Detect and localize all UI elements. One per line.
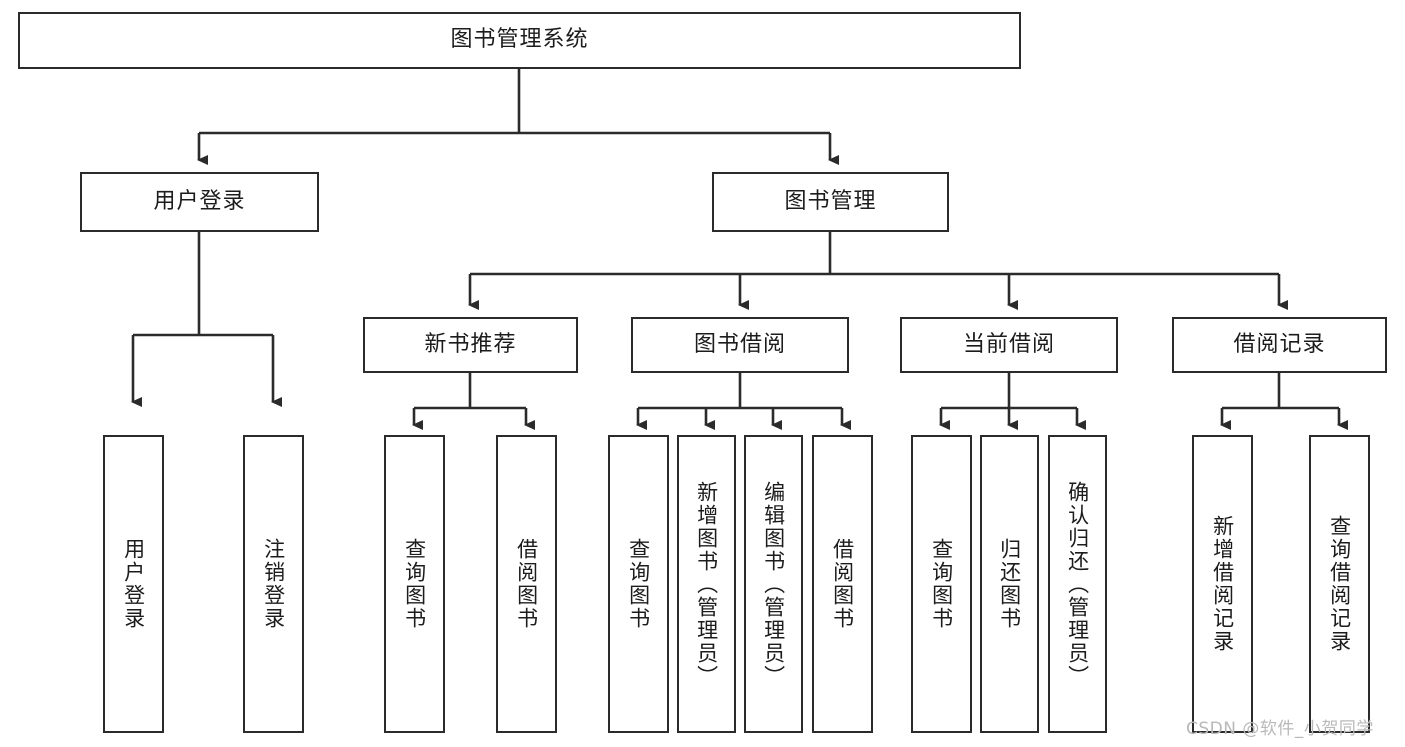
leaf-borrow-query-book[interactable]: 查询图书 [608,435,669,733]
node-label: 注销登录 [261,538,286,630]
leaf-record-query-record[interactable]: 查询借阅记录 [1309,435,1370,733]
node-new-book-recommend[interactable]: 新书推荐 [363,317,578,373]
leaf-record-add-record[interactable]: 新增借阅记录 [1192,435,1253,733]
node-user-login[interactable]: 用户登录 [80,172,319,232]
node-label: 借阅记录 [1233,331,1326,357]
node-label: 查询借阅记录 [1327,515,1352,653]
node-label: 图书借阅 [693,331,786,357]
leaf-recommend-query-book[interactable]: 查询图书 [384,435,445,733]
leaf-borrow-borrow-book[interactable]: 借阅图书 [812,435,873,733]
node-label: 用户登录 [121,538,146,630]
node-label: 编辑图书（管理员） [761,480,786,688]
node-label: 新增借阅记录 [1210,515,1235,653]
leaf-current-return-book[interactable]: 归还图书 [980,435,1039,733]
node-label: 图书管理 [784,188,877,214]
leaf-recommend-borrow-book[interactable]: 借阅图书 [496,435,557,733]
node-label: 图书管理系统 [450,27,589,53]
leaf-user-login-logout[interactable]: 注销登录 [243,435,304,733]
csdn-watermark: CSDN @软件_小贺同学 [1186,719,1374,739]
leaf-borrow-add-book-admin[interactable]: 新增图书（管理员） [677,435,736,733]
node-root-system[interactable]: 图书管理系统 [18,12,1021,69]
node-book-borrow[interactable]: 图书借阅 [631,317,849,373]
node-book-management[interactable]: 图书管理 [712,172,949,232]
leaf-user-login-login[interactable]: 用户登录 [103,435,164,733]
leaf-current-confirm-return-admin[interactable]: 确认归还（管理员） [1048,435,1107,733]
node-label: 用户登录 [153,188,246,214]
leaf-current-query-book[interactable]: 查询图书 [911,435,972,733]
leaf-borrow-edit-book-admin[interactable]: 编辑图书（管理员） [744,435,803,733]
node-label: 新书推荐 [424,331,517,357]
node-label: 确认归还（管理员） [1065,480,1090,688]
node-label: 查询图书 [402,538,427,630]
node-label: 借阅图书 [830,538,855,630]
node-label: 查询图书 [626,538,651,630]
node-current-borrow[interactable]: 当前借阅 [900,317,1118,373]
node-label: 归还图书 [997,538,1022,630]
node-label: 新增图书（管理员） [694,480,719,688]
node-borrow-record[interactable]: 借阅记录 [1172,317,1387,373]
node-label: 查询图书 [929,538,954,630]
node-label: 借阅图书 [514,538,539,630]
node-label: 当前借阅 [962,331,1055,357]
